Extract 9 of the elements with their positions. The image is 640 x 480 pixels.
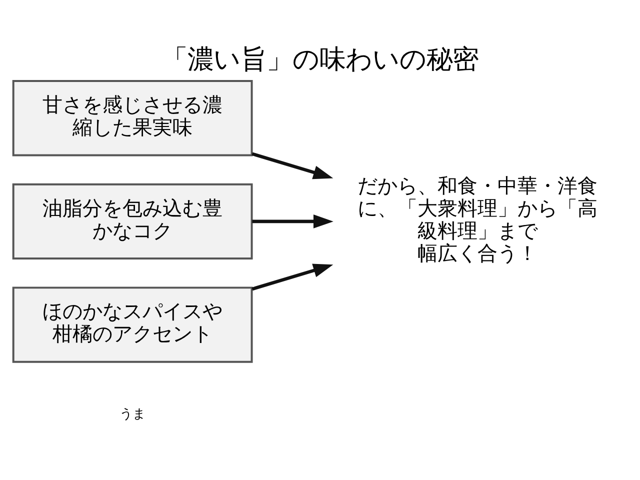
node-text: だから、和食・中華・洋食に、「大衆料理」から「高級料理」まで 幅広く合う！ <box>358 174 598 265</box>
label: うま <box>120 407 146 422</box>
node-box: ほのかなスパイスや柑橘のアクセント <box>12 286 253 363</box>
diagram-title: 「濃い旨」の味わいの秘密 <box>162 44 478 75</box>
arrow <box>252 264 334 291</box>
arrow <box>252 214 334 228</box>
arrow <box>252 152 334 180</box>
node-box: 甘さを感じさせる濃縮した果実味 <box>12 80 253 156</box>
node-box: 油脂分を包み込む豊かなコク <box>12 183 253 260</box>
